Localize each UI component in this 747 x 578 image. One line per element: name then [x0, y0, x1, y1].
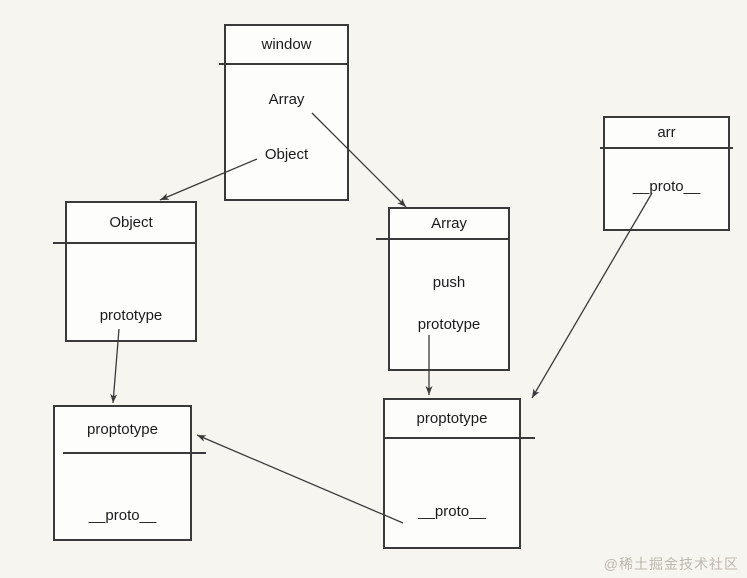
node-title: window: [261, 36, 312, 53]
watermark: @稀土掘金技术社区: [603, 556, 739, 572]
node-divider: [63, 452, 206, 454]
node-field: __proto__: [632, 178, 701, 195]
node-object-constructor: Object prototype: [53, 201, 197, 342]
node-field: prototype: [417, 316, 481, 333]
node-field: __proto__: [88, 507, 157, 524]
node-field: push: [432, 274, 466, 291]
node-window: window Array Object: [219, 24, 349, 201]
node-arr: arr __proto__: [600, 116, 733, 231]
node-field: Array: [268, 91, 305, 108]
edge-array-prototype-proto-to-object-prototype-box: [196, 434, 404, 524]
node-array-constructor: Array push prototype: [376, 207, 510, 371]
node-divider: [376, 238, 509, 240]
node-object-prototype: proptotype __proto__: [53, 405, 206, 541]
node-title: proptotype: [87, 421, 158, 438]
node-title: proptotype: [416, 410, 488, 427]
node-divider: [600, 147, 733, 149]
node-array-prototype: proptotype __proto__: [383, 398, 535, 549]
node-divider: [384, 437, 535, 439]
node-title: Array: [431, 215, 467, 232]
node-divider: [53, 242, 196, 244]
node-field: Object: [264, 146, 309, 163]
node-divider: [219, 63, 348, 65]
node-title: arr: [657, 124, 676, 141]
node-field: prototype: [99, 307, 163, 324]
node-title: Object: [109, 214, 153, 231]
node-field: __proto__: [418, 503, 486, 520]
